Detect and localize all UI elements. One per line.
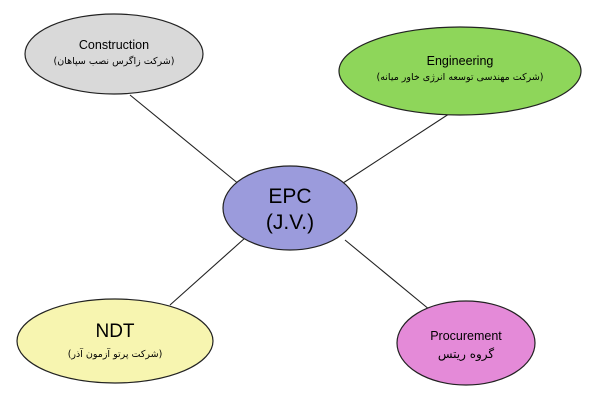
node-center-line1: EPC — [268, 185, 311, 208]
node-construction: Construction (شرکت زاگرس نصب سپاهان) — [24, 13, 204, 95]
edge-center-ndt — [169, 237, 246, 306]
node-center-shape — [222, 165, 358, 251]
edge-center-procurement — [344, 239, 431, 311]
node-ndt: NDT (شرکت پرتو آزمون آذر) — [16, 298, 214, 384]
node-engineering-shape — [338, 26, 582, 116]
edge-center-construction — [129, 94, 241, 186]
node-procurement-shape — [396, 300, 536, 386]
node-engineering-subtitle: (شرکت مهندسی توسعه انرژی خاور میانه) — [376, 72, 543, 83]
node-ndt-subtitle: (شرکت پرتو آزمون آذر) — [68, 347, 163, 360]
node-procurement: Procurement گروه ریتس — [396, 300, 536, 386]
node-ndt-title: NDT — [95, 321, 134, 342]
node-construction-shape — [24, 13, 204, 95]
edges — [129, 94, 456, 311]
node-ndt-shape — [16, 298, 214, 384]
node-construction-title: Construction — [79, 38, 149, 52]
edge-center-engineering — [339, 109, 456, 186]
node-construction-subtitle: (شرکت زاگرس نصب سپاهان) — [54, 55, 175, 67]
node-engineering-title: Engineering — [427, 54, 494, 68]
node-procurement-title: Procurement — [430, 329, 502, 343]
node-center-epc: EPC (J.V.) — [222, 165, 358, 251]
node-center-line2: (J.V.) — [266, 211, 314, 234]
node-engineering: Engineering (شرکت مهندسی توسعه انرژی خاو… — [338, 26, 582, 116]
node-procurement-subtitle: گروه ریتس — [438, 347, 495, 362]
